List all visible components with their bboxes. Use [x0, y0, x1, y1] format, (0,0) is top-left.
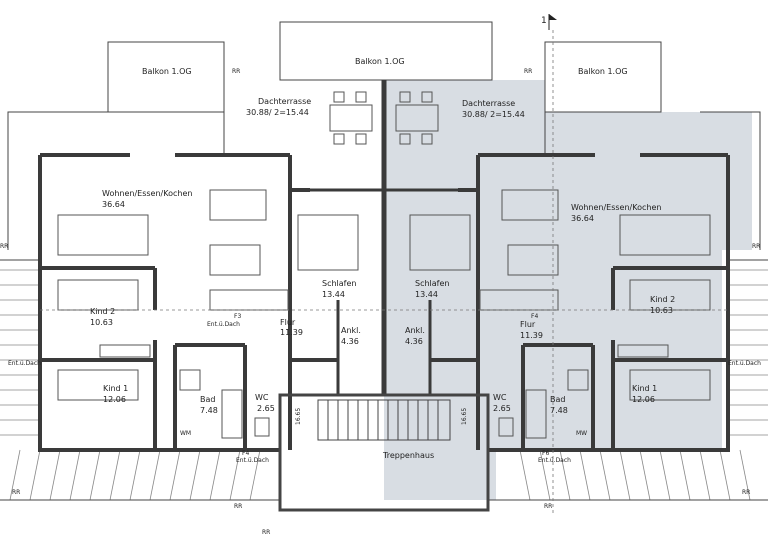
walls-left	[38, 153, 338, 452]
stair-name: Treppenhaus	[382, 451, 434, 460]
dim-left: 16.65	[295, 408, 302, 425]
window-f4-left: F4	[242, 450, 249, 457]
right-ankl-area: 4.36	[405, 337, 423, 346]
mw-label: MW	[576, 430, 587, 437]
rr-right-edge: RR	[752, 243, 760, 250]
section-marker: 1	[541, 14, 557, 30]
left-schlafen-name: Schlafen	[322, 279, 356, 288]
roof-hatch	[0, 269, 768, 501]
terrace-left-area: 30.88/ 2=15.44	[246, 108, 309, 117]
section-marker-label: 1	[541, 16, 547, 26]
terrace-right-name: Dachterrasse	[462, 99, 515, 108]
right-bad-area: 7.48	[550, 406, 568, 415]
right-kind2-name: Kind 2	[650, 295, 675, 304]
left-bad-name: Bad	[200, 395, 215, 404]
rr-top-right: RR	[524, 68, 532, 75]
window-ent-right-edge: Ent.ü.Dach	[728, 360, 761, 367]
wm-label: WM	[180, 430, 191, 437]
right-wc-name: WC	[493, 393, 507, 402]
right-unit-shading	[384, 80, 752, 500]
left-living-area: 36.64	[102, 200, 125, 209]
rr-top-left: RR	[232, 68, 240, 75]
window-f4-right: F4	[531, 313, 538, 320]
right-kind1-area: 12.06	[632, 395, 655, 404]
left-wc-name: WC	[255, 393, 269, 402]
right-flur-area: 11.39	[520, 331, 543, 340]
window-f3-ent: Ent.ü.Dach	[207, 321, 240, 328]
left-kind1-name: Kind 1	[103, 384, 128, 393]
rr-bottom-mid-left: RR	[234, 503, 242, 510]
left-kind2-area: 10.63	[90, 318, 113, 327]
right-wc-area: 2.65	[493, 404, 511, 413]
right-living-area: 36.64	[571, 214, 594, 223]
walls-right	[430, 153, 730, 452]
rr-bottom-mid-right: RR	[544, 503, 552, 510]
section-lines	[40, 30, 728, 515]
right-kind1-name: Kind 1	[632, 384, 657, 393]
right-kind2-area: 10.63	[650, 306, 673, 315]
window-f3: F3	[234, 313, 241, 320]
window-f4-left-ent: Ent.ü.Dach	[236, 457, 269, 464]
left-kind1-area: 12.06	[103, 395, 126, 404]
right-living-name: Wohnen/Essen/Kochen	[571, 203, 661, 212]
right-schlafen-area: 13.44	[415, 290, 438, 299]
balcony-left-label: Balkon 1.OG	[142, 67, 192, 76]
left-ankl-area: 4.36	[341, 337, 359, 346]
roof-outline	[0, 111, 768, 261]
terrace-left-name: Dachterrasse	[258, 97, 311, 106]
rr-bottom-right: RR	[742, 489, 750, 496]
balcony-center-label: Balkon 1.OG	[355, 57, 405, 66]
terrace-furniture	[329, 91, 439, 145]
left-bad-area: 7.48	[200, 406, 218, 415]
right-flur-name: Flur	[520, 320, 536, 329]
window-f6-ent: Ent.ü.Dach	[538, 457, 571, 464]
furniture-left	[57, 189, 359, 439]
left-ankl-name: Ankl.	[341, 326, 361, 335]
terrace-right-area: 30.88/ 2=15.44	[462, 110, 525, 119]
window-f6: F6	[542, 450, 549, 457]
left-wc-area: 2.65	[257, 404, 275, 413]
rr-very-bottom: RR	[262, 529, 270, 536]
rr-left-edge: RR	[0, 243, 8, 250]
left-kind2-name: Kind 2	[90, 307, 115, 316]
window-ent-left-edge: Ent.ü.Dach	[8, 360, 41, 367]
right-bad-name: Bad	[550, 395, 565, 404]
rr-bottom-left: RR	[12, 489, 20, 496]
right-schlafen-name: Schlafen	[415, 279, 449, 288]
stairwell	[278, 393, 490, 512]
left-flur-name: Flur	[280, 318, 296, 327]
left-schlafen-area: 13.44	[322, 290, 345, 299]
left-flur-area: 11.39	[280, 328, 303, 337]
left-living-name: Wohnen/Essen/Kochen	[102, 189, 192, 198]
dim-right: 16.65	[461, 408, 468, 425]
balcony-right-label: Balkon 1.OG	[578, 67, 628, 76]
right-ankl-name: Ankl.	[405, 326, 425, 335]
